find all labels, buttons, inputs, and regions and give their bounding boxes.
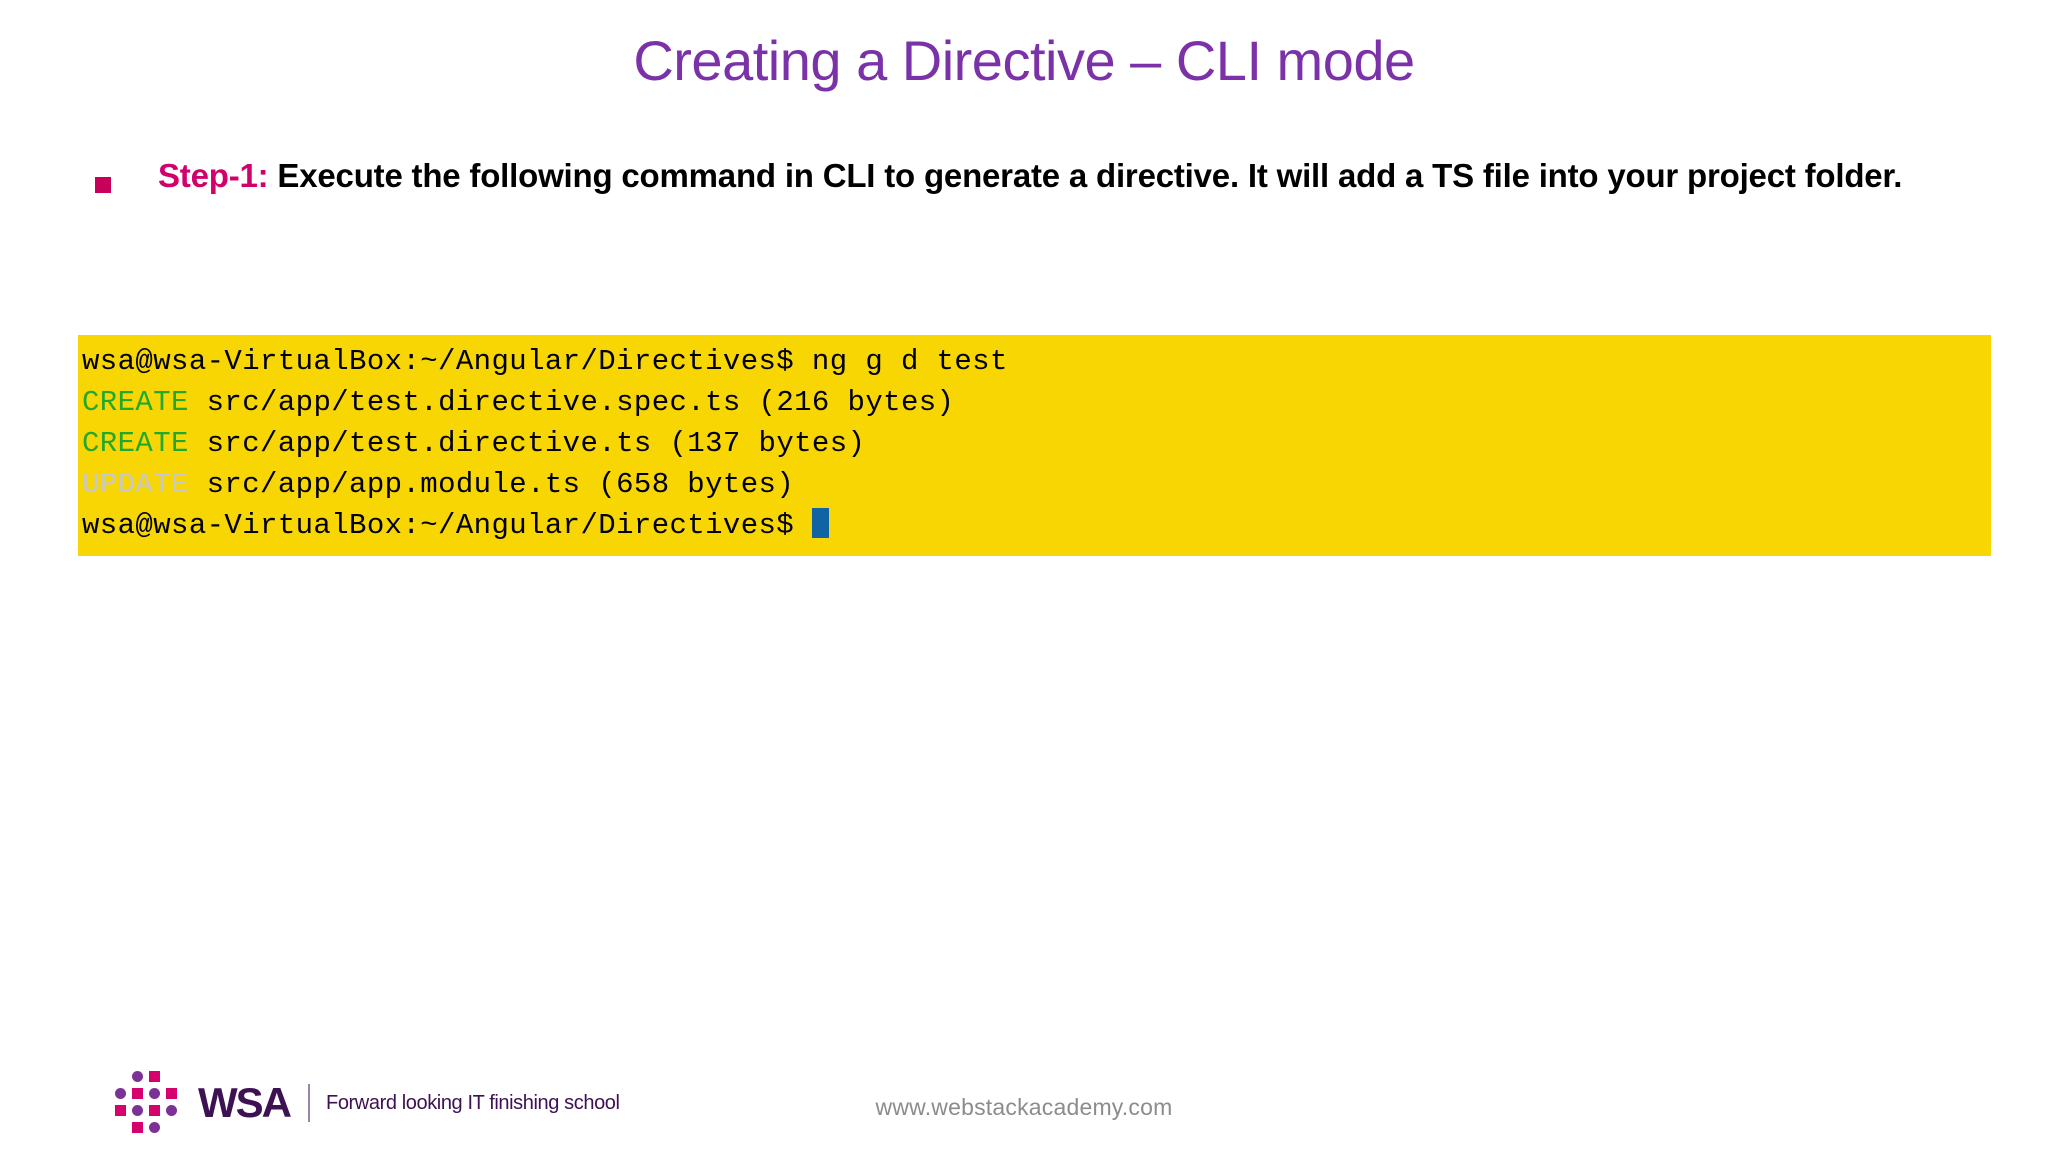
wsa-logo: WSA Forward looking IT finishing school (106, 1068, 620, 1138)
bullet-marker-icon (95, 177, 111, 193)
step-label: Step-1: (158, 157, 269, 194)
footer-url: www.webstackacademy.com (875, 1094, 1173, 1120)
bullet-text: Step-1: Execute the following command in… (158, 155, 1902, 197)
terminal-line: CREATE src/app/test.directive.spec.ts (2… (78, 382, 1991, 423)
logo-divider (308, 1084, 310, 1122)
terminal-line: wsa@wsa-VirtualBox:~/Angular/Directives$ (78, 505, 1991, 546)
wsa-logo-text: WSA (198, 1079, 292, 1126)
wsa-logo-grid-icon (106, 1071, 184, 1135)
terminal-create-token: CREATE (82, 386, 189, 419)
terminal-line: wsa@wsa-VirtualBox:~/Angular/Directives$… (78, 341, 1991, 382)
terminal-line-rest: src/app/test.directive.spec.ts (216 byte… (188, 386, 955, 419)
bullet-body: Execute the following command in CLI to … (268, 157, 1903, 194)
bullet-item: Step-1: Execute the following command in… (95, 155, 1965, 197)
terminal-prompt: wsa@wsa-VirtualBox:~/Angular/Directives$ (82, 345, 795, 378)
terminal-line-rest: src/app/app.module.ts (658 bytes) (188, 468, 795, 501)
terminal-command (794, 509, 812, 542)
terminal-output: wsa@wsa-VirtualBox:~/Angular/Directives$… (78, 335, 1991, 556)
terminal-cursor (811, 508, 829, 538)
terminal-create-token: CREATE (82, 427, 189, 460)
terminal-line: UPDATE src/app/app.module.ts (658 bytes) (78, 464, 1991, 505)
terminal-line: CREATE src/app/test.directive.ts (137 by… (78, 423, 1991, 464)
terminal-line-rest: src/app/test.directive.ts (137 bytes) (188, 427, 866, 460)
wsa-tagline: Forward looking IT finishing school (326, 1091, 620, 1114)
terminal-command: ng g d test (794, 345, 1008, 378)
terminal-prompt: wsa@wsa-VirtualBox:~/Angular/Directives$ (82, 509, 795, 542)
page-title: Creating a Directive – CLI mode (633, 29, 1415, 92)
terminal-update-token: UPDATE (82, 468, 189, 501)
